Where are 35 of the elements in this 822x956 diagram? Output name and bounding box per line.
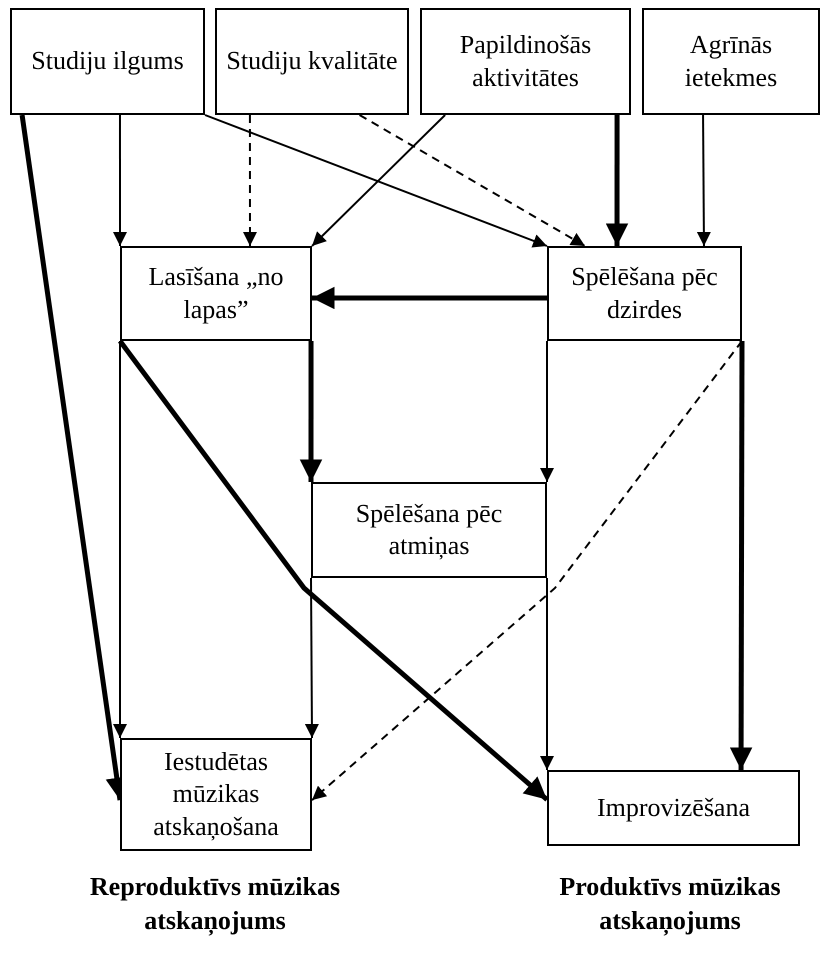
- arrow: [696, 115, 711, 246]
- arrow: [304, 578, 319, 738]
- box-label: Studiju kvalitāte: [226, 45, 398, 78]
- box-label: Agrīnās ietekmes: [684, 29, 778, 94]
- arrow: [300, 341, 322, 482]
- process-box: [10, 8, 205, 115]
- group-label: Reproduktīvs mūzikas atskaņojums: [88, 871, 342, 938]
- group-label: Produktīvs mūzikas atskaņojums: [558, 871, 782, 938]
- box-label: Spēlēšana pēc atmiņas: [354, 498, 504, 562]
- arrow: [606, 115, 628, 246]
- process-box: [420, 8, 631, 115]
- arrow: [540, 341, 554, 482]
- process-box: [120, 246, 312, 341]
- arrow: [359, 114, 586, 247]
- process-box: [215, 8, 409, 115]
- box-label: Lasīšana „no lapas”: [147, 261, 284, 326]
- arrow: [312, 286, 547, 310]
- process-box: [547, 770, 800, 846]
- box-label: Studiju ilgums: [31, 45, 184, 78]
- process-box: [311, 482, 547, 578]
- arrow: [113, 341, 127, 738]
- box-label: Spēlēšana pēc dzirdes: [570, 261, 719, 326]
- box-label: Improvizēšana: [596, 792, 750, 824]
- arrow: [118, 340, 549, 802]
- box-label: Papildinošās aktivitātes: [458, 29, 592, 94]
- arrow: [113, 115, 127, 246]
- arrow: [204, 114, 548, 248]
- arrow: [730, 341, 752, 770]
- arrow: [242, 115, 257, 246]
- process-box: [547, 246, 742, 341]
- arrow: [540, 578, 554, 770]
- box-label: Iestudētas mūzikas atskaņošana: [152, 746, 280, 843]
- process-box: [120, 738, 312, 851]
- process-box: [642, 8, 820, 115]
- arrow: [311, 114, 446, 247]
